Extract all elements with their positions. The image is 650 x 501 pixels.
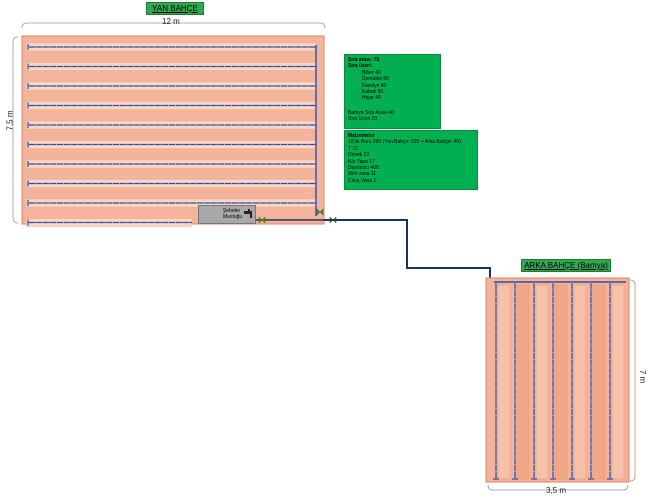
spacing-item: Hıyar 40 bbox=[362, 95, 381, 102]
bamya-row-strip bbox=[554, 284, 568, 480]
materials-item: 16'lık Boru 290 (Yan Bahçe: 220 + Arka B… bbox=[348, 139, 461, 146]
bamya-row-strip bbox=[573, 284, 587, 480]
spacing-heading-row: Sıra arası: 75 bbox=[348, 57, 380, 63]
bamya-row-strip bbox=[516, 284, 530, 480]
arka-bahce-width-label: 3,5 m bbox=[546, 486, 567, 495]
water-meter: Şebeke Mustuğu bbox=[198, 205, 256, 224]
yan-bahce-width-label: 12 m bbox=[162, 17, 180, 26]
arka-bahce-height-label: 7 m bbox=[638, 369, 648, 384]
materials-item: Kör Tapa 17 bbox=[348, 158, 375, 165]
meter-label-line1: Şebeke bbox=[223, 208, 240, 214]
yan-bahce-title: YAN BAHÇE bbox=[146, 2, 204, 15]
bamya-row-strip bbox=[535, 284, 549, 480]
spacing-item: Biber 40 bbox=[362, 69, 381, 76]
arka-bahce-title: ARKA BAHÇE (Bamya) bbox=[521, 259, 611, 272]
dimension-bracket-bottom bbox=[487, 484, 629, 491]
valve-icon bbox=[316, 208, 324, 216]
materials-item: Çıkış Vana 1 bbox=[348, 177, 377, 184]
spacing-item: Fasulye 40 bbox=[362, 82, 387, 89]
materials-info-box: Malzemeler 16'lık Boru 290 (Yan Bahçe: 2… bbox=[344, 130, 478, 190]
dimension-bracket-top bbox=[21, 22, 326, 29]
dimension-bracket-left bbox=[12, 36, 19, 224]
materials-heading: Malzemeler bbox=[348, 133, 375, 139]
materials-item: Dirsek 23 bbox=[348, 152, 370, 159]
spacing-footer: Bamya Sıra Arası 40 bbox=[348, 109, 394, 116]
spacing-footer: Sıra Üzeri 20 bbox=[348, 116, 378, 123]
spacing-item: Kabak 50 bbox=[362, 89, 384, 96]
meter-label-line2: Mustuğu bbox=[223, 214, 243, 220]
bamya-row-strip bbox=[497, 284, 511, 480]
materials-item: T 15 bbox=[348, 145, 358, 152]
yan-bahce-height-label: 7,5 m bbox=[5, 110, 15, 131]
spacing-item: Domates 50 bbox=[362, 76, 389, 83]
bamya-row-strip bbox=[592, 284, 606, 480]
valve-icon bbox=[258, 216, 266, 224]
materials-item: Damlatıcı 400 bbox=[348, 165, 379, 172]
dimension-bracket-right bbox=[629, 279, 636, 482]
spacing-heading-plant: Sıra üzeri: bbox=[348, 63, 373, 70]
materials-item: Mini vana 11 bbox=[348, 171, 376, 178]
bamya-row-strip bbox=[611, 284, 625, 480]
main-pipe bbox=[324, 219, 491, 278]
faucet-icon bbox=[244, 209, 252, 218]
spacing-info-box: Sıra arası: 75 Sıra üzeri: Biber 40 Doma… bbox=[344, 54, 441, 129]
